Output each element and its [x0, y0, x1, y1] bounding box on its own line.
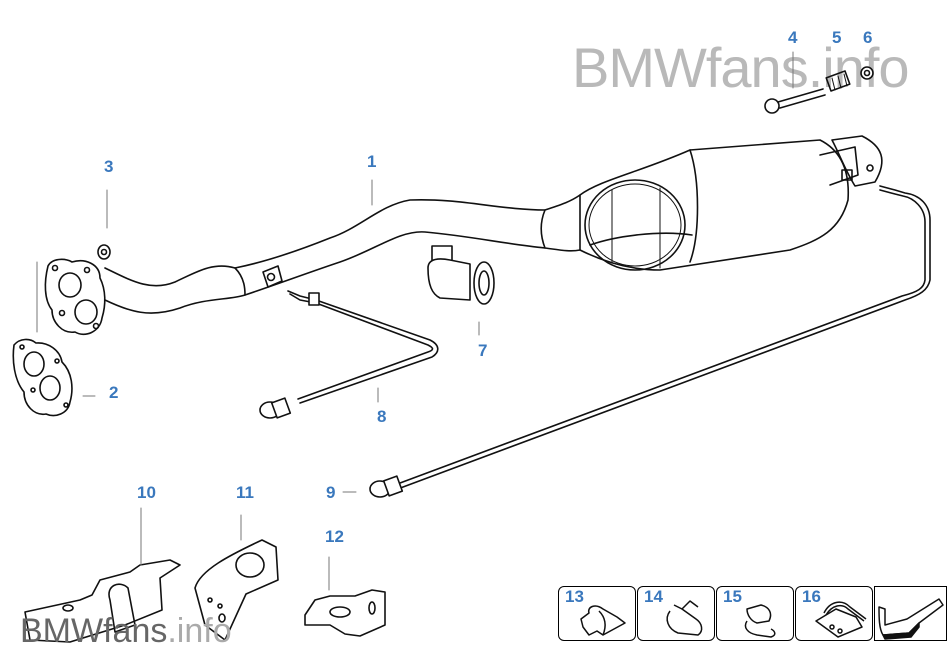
thumbnail-label: 15 — [723, 587, 742, 606]
next-arrow-button[interactable] — [874, 586, 947, 641]
callout-9[interactable]: 9 — [326, 483, 336, 502]
thumbnail-label: 16 — [802, 587, 821, 606]
cable-clip-icon — [815, 601, 867, 638]
thumbnail-15[interactable]: 15 — [716, 586, 794, 641]
bracket-10[interactable] — [24, 559, 181, 643]
bracket-11[interactable] — [194, 539, 279, 641]
arrow-icon — [878, 598, 944, 640]
watermark-bottom-suffix: .info — [167, 612, 232, 650]
related-parts-strip: 13 14 15 16 — [558, 586, 948, 641]
callout-5[interactable]: 5 — [832, 28, 842, 47]
callout-8[interactable]: 8 — [377, 407, 387, 426]
thumbnail-16[interactable]: 16 — [795, 586, 873, 641]
gasket[interactable] — [12, 338, 73, 417]
rubber-mount[interactable] — [427, 245, 495, 305]
leader-lines — [36, 51, 794, 591]
callout-11[interactable]: 11 — [236, 483, 254, 502]
exhaust-pipe[interactable] — [104, 135, 883, 314]
thumbnail-label: 13 — [565, 587, 584, 606]
callout-4[interactable]: 4 — [788, 28, 798, 47]
pipe-flange — [44, 258, 106, 336]
callout-1[interactable]: 1 — [367, 152, 377, 171]
watermark-bottom-main: BMWfans — [20, 612, 168, 650]
callout-2[interactable]: 2 — [109, 383, 119, 402]
thumbnail-13[interactable]: 13 — [558, 586, 636, 641]
callout-7[interactable]: 7 — [478, 341, 488, 360]
bracket-12[interactable] — [304, 589, 386, 637]
watermark-top: BMWfans.info — [572, 36, 910, 99]
bolt-spring-nut[interactable] — [764, 66, 874, 114]
watermark-bottom: BMWfans.info — [20, 614, 232, 648]
thumbnail-label: 14 — [644, 587, 663, 606]
clip-icon — [580, 605, 626, 636]
clip-icon — [666, 600, 703, 636]
oxygen-sensor-rear[interactable] — [369, 185, 931, 498]
callout-10[interactable]: 10 — [137, 483, 156, 502]
nut[interactable] — [97, 244, 111, 260]
callout-6[interactable]: 6 — [863, 28, 873, 47]
thumbnail-14[interactable]: 14 — [637, 586, 715, 641]
oxygen-sensor-front[interactable] — [259, 290, 439, 419]
callout-12[interactable]: 12 — [325, 527, 344, 546]
clip-icon — [744, 604, 776, 638]
callout-3[interactable]: 3 — [104, 157, 114, 176]
